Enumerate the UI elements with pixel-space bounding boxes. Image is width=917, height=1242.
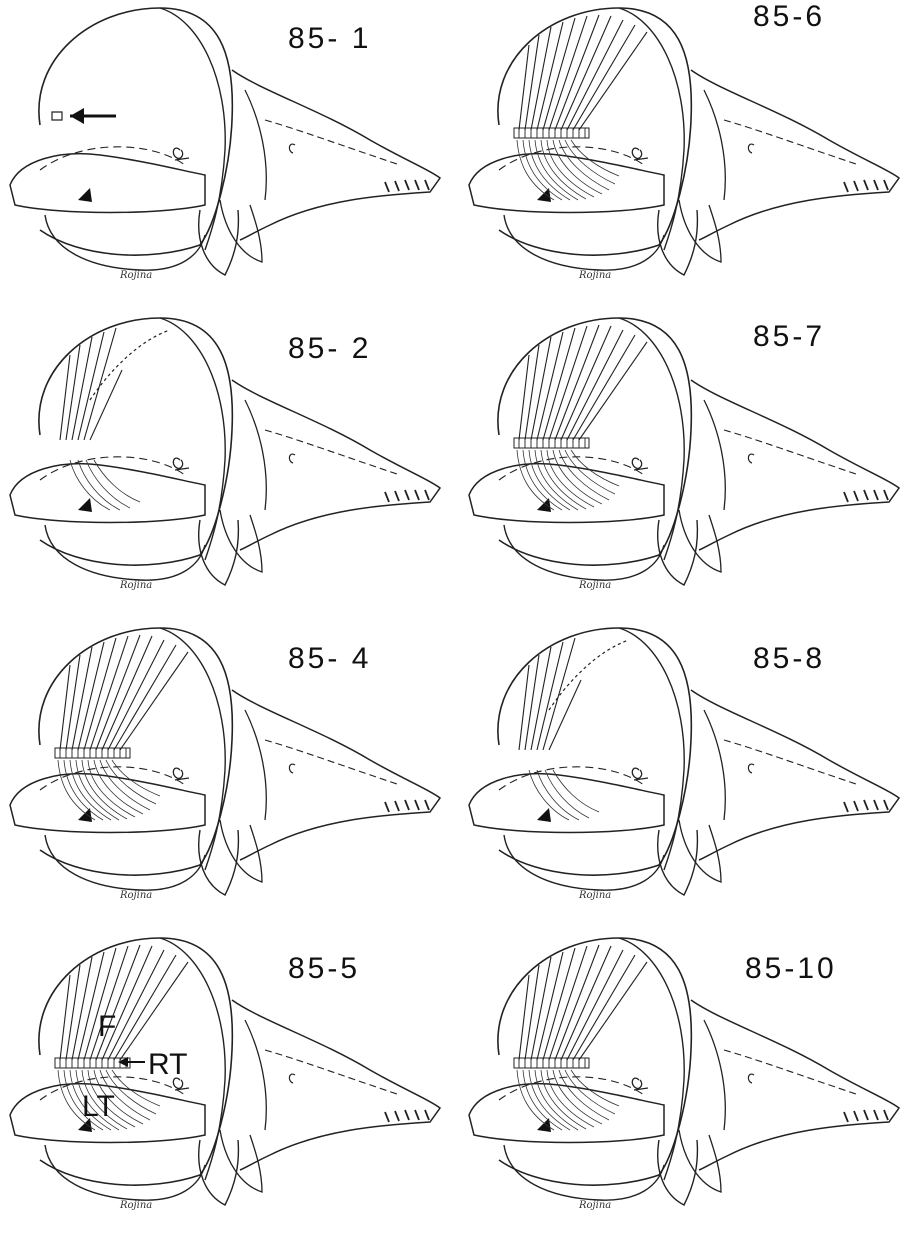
panel-85-2: 85- 2 Rojina xyxy=(0,310,458,620)
panel-label: 85- 1 xyxy=(288,22,371,56)
panel-label: 85-8 xyxy=(753,642,825,676)
panel-label: 85- 2 xyxy=(288,332,371,366)
panel-85-4: 85- 4 Rojina xyxy=(0,620,458,930)
label-f: F xyxy=(98,1010,116,1044)
panel-85-8: 85-8 Rojina xyxy=(459,620,917,930)
panel-85-5: 85-5 F RT LT Rojina xyxy=(0,930,458,1240)
label-rt: RT xyxy=(148,1048,187,1082)
artist-signature: Rojina xyxy=(120,1200,152,1211)
artist-signature: Rojina xyxy=(579,270,611,281)
artist-signature: Rojina xyxy=(120,580,152,591)
artist-signature: Rojina xyxy=(579,580,611,591)
skull-drawing xyxy=(0,310,458,620)
panel-85-6: 85-6 Rojina xyxy=(459,0,917,310)
artist-signature: Rojina xyxy=(120,890,152,901)
skull-drawing xyxy=(459,310,917,620)
skull-drawing xyxy=(459,0,917,310)
skull-drawing xyxy=(0,620,458,930)
panel-label: 85-5 xyxy=(288,952,360,986)
skull-drawing xyxy=(459,930,917,1240)
panel-label: 85-6 xyxy=(753,0,825,34)
label-lt: LT xyxy=(82,1090,115,1124)
skull-drawing xyxy=(0,930,458,1240)
artist-signature: Rojina xyxy=(120,270,152,281)
artist-signature: Rojina xyxy=(579,890,611,901)
panel-85-1: 85- 1 Rojina xyxy=(0,0,458,310)
panel-label: 85- 4 xyxy=(288,642,371,676)
skull-drawing xyxy=(0,0,458,310)
panel-label: 85-7 xyxy=(753,320,825,354)
panel-85-7: 85-7 Rojina xyxy=(459,310,917,620)
skull-drawing xyxy=(459,620,917,930)
artist-signature: Rojina xyxy=(579,1200,611,1211)
panel-85-10: 85-10 Rojina xyxy=(459,930,917,1240)
panel-label: 85-10 xyxy=(745,952,837,986)
